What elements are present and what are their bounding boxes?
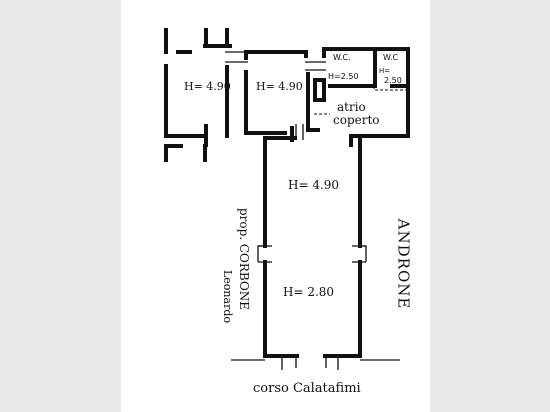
dashed-line: [373, 86, 408, 91]
label-street: corso Calatafimi: [253, 381, 361, 396]
wall-return: [257, 245, 265, 262]
label-wc-a: W.C.: [333, 53, 351, 62]
label-main-lower-height: H= 2.80: [283, 285, 335, 299]
door-opening: [225, 51, 248, 63]
label-neighbour-owner: prop. CORBONE: [237, 207, 252, 311]
wall-return: [360, 245, 367, 262]
label-middle-room-height: H= 4.90: [256, 80, 303, 93]
boundary-line: [281, 356, 339, 370]
label-neighbour-name: Leonardo: [221, 269, 235, 324]
drawing-sheet: [121, 0, 430, 412]
label-wc-b-height: 2.50: [384, 76, 402, 85]
label-wc-a-height: H=2.50: [328, 72, 359, 81]
label-atrio: atrio: [337, 100, 366, 114]
label-androne: ANDRONE: [394, 218, 413, 310]
label-main-upper-height: H= 4.90: [288, 178, 340, 192]
door-opening: [305, 61, 326, 71]
label-left-room-height: H= 4.90: [184, 80, 231, 93]
label-coperto: coperto: [333, 113, 380, 127]
label-wc-b: W.C: [383, 53, 399, 62]
label-wc-b-h: H=: [379, 67, 391, 75]
door-opening: [295, 124, 304, 140]
door-opening: [295, 356, 327, 368]
wall: [313, 78, 326, 102]
